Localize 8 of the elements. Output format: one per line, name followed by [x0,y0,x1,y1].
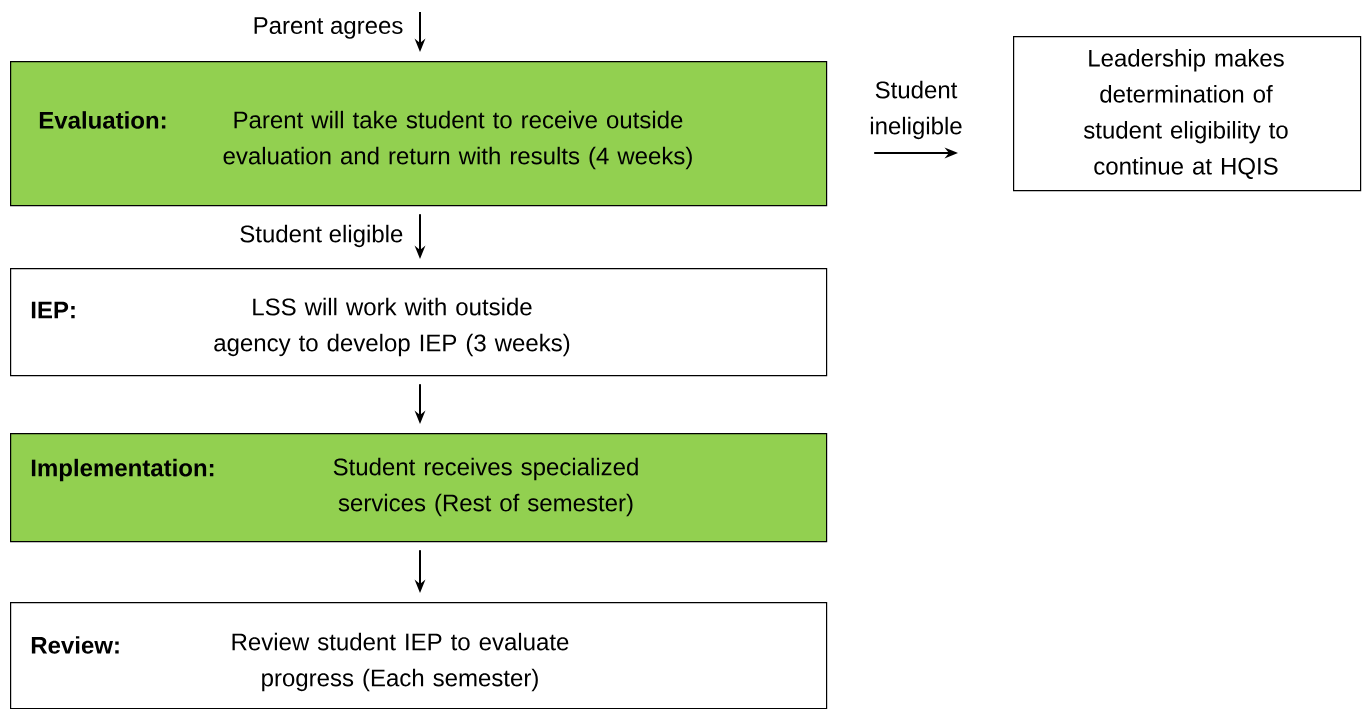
process-box: Evaluation: Parent will take student to receive outside evaluation and return with results (4 weeks) [10,61,828,207]
edge-label: Student eligible [240,224,403,248]
edge-label: Parent agrees [254,17,403,39]
edge-label: Student ineligible [870,80,962,140]
process-box: Leadership makes determination of student eligibility to continue at HQIS [1013,36,1362,192]
process-box: Review: Review student IEP to evaluate progress (Each semester) [10,602,828,709]
process-box: IEP: LSS will work with outside agency to develop IEP (3 weeks) [10,268,828,377]
process-box: Implementation: Student receives specialized services (Rest of semester) [10,433,828,543]
